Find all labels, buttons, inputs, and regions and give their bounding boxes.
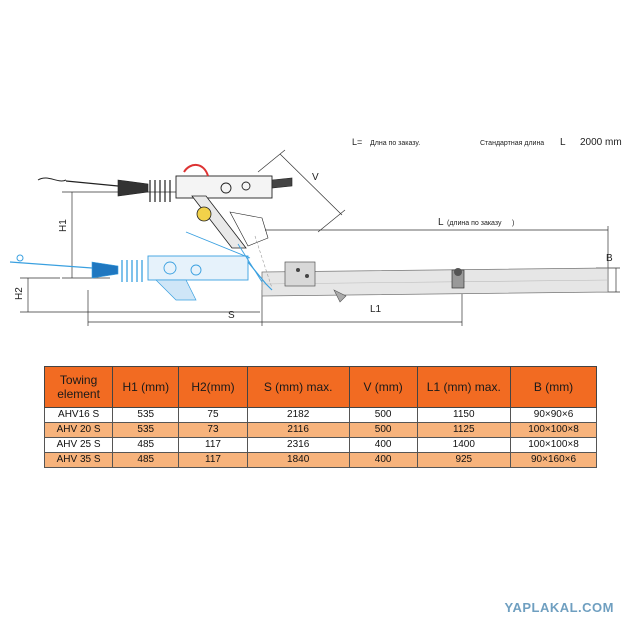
table-cell: AHV 20 S bbox=[43, 422, 114, 438]
table-cell: 535 bbox=[112, 422, 180, 438]
label-h1: H1 bbox=[58, 219, 69, 232]
spec-table: Towing element H1 (mm) H2(mm) S (mm) max… bbox=[43, 366, 597, 468]
note-std: Стандартная длина bbox=[480, 140, 544, 147]
table-cell: 400 bbox=[348, 452, 418, 468]
table-row: AHV 20 S 535 73 2116 500 1125 100×100×8 bbox=[43, 422, 597, 438]
table-cell: 2316 bbox=[246, 437, 350, 453]
header-v: V (mm) bbox=[348, 366, 418, 408]
table-cell: 100×100×8 bbox=[510, 437, 597, 453]
table-cell: 1400 bbox=[416, 437, 512, 453]
table-cell: 1840 bbox=[246, 452, 350, 468]
tow-head-coupled bbox=[9, 231, 273, 301]
note-l-eq-text: Длна по заказу. bbox=[370, 140, 420, 147]
tow-tube bbox=[261, 261, 609, 303]
table-cell: 90×160×6 bbox=[510, 452, 597, 468]
label-l-text: (длина по заказу bbox=[447, 220, 502, 227]
note-std-l: L bbox=[560, 137, 566, 148]
label-l: L bbox=[438, 217, 444, 228]
header-towing-element: Towing element bbox=[43, 366, 114, 408]
header-s: S (mm) max. bbox=[246, 366, 350, 408]
table-cell: 535 bbox=[112, 407, 180, 423]
table-row: AHV 35 S 485 117 1840 400 925 90×160×6 bbox=[43, 452, 597, 468]
table-cell: AHV 35 S bbox=[43, 452, 114, 468]
v-dimension bbox=[257, 149, 346, 233]
table-cell: AHV16 S bbox=[43, 407, 114, 423]
table-cell: 925 bbox=[416, 452, 512, 468]
table-cell: 485 bbox=[112, 437, 180, 453]
table-cell: 117 bbox=[178, 437, 248, 453]
label-v: V bbox=[312, 172, 319, 183]
header-h1: H1 (mm) bbox=[112, 366, 180, 408]
table-cell: 1150 bbox=[416, 407, 512, 423]
table-cell: 100×100×8 bbox=[510, 422, 597, 438]
table-cell: 73 bbox=[178, 422, 248, 438]
h-dimensions bbox=[20, 191, 260, 313]
table-row: AHV16 S 535 75 2182 500 1150 90×90×6 bbox=[43, 407, 597, 423]
label-b: B bbox=[606, 253, 613, 264]
table-cell: 1125 bbox=[416, 422, 512, 438]
header-h2: H2(mm) bbox=[178, 366, 248, 408]
label-s: S bbox=[228, 310, 235, 321]
table-cell: 2116 bbox=[246, 422, 350, 438]
table-header-row: Towing element H1 (mm) H2(mm) S (mm) max… bbox=[43, 366, 597, 408]
header-l1: L1 (mm) max. bbox=[416, 366, 512, 408]
table-cell: 75 bbox=[178, 407, 248, 423]
table-cell: 2182 bbox=[246, 407, 350, 423]
table-cell: 90×90×6 bbox=[510, 407, 597, 423]
towbar-diagram: L= Длна по заказу. Стандартная длина L 2… bbox=[9, 137, 622, 326]
note-l-eq: L= bbox=[352, 137, 362, 147]
table-cell: 485 bbox=[112, 452, 180, 468]
note-std-value: 2000 mm bbox=[580, 137, 622, 148]
table-cell: 500 bbox=[348, 422, 418, 438]
swing-arc bbox=[254, 235, 273, 289]
tow-head-raised bbox=[37, 164, 293, 249]
table-cell: AHV 25 S bbox=[43, 437, 114, 453]
table-cell: 500 bbox=[348, 407, 418, 423]
watermark: YAPLAKAL.COM bbox=[504, 600, 614, 615]
header-b: B (mm) bbox=[510, 366, 597, 408]
label-h2: H2 bbox=[14, 287, 25, 300]
label-l-close: ) bbox=[512, 220, 514, 227]
table-cell: 400 bbox=[348, 437, 418, 453]
label-l1: L1 bbox=[370, 304, 382, 315]
table-cell: 117 bbox=[178, 452, 248, 468]
table-row: AHV 25 S 485 117 2316 400 1400 100×100×8 bbox=[43, 437, 597, 453]
